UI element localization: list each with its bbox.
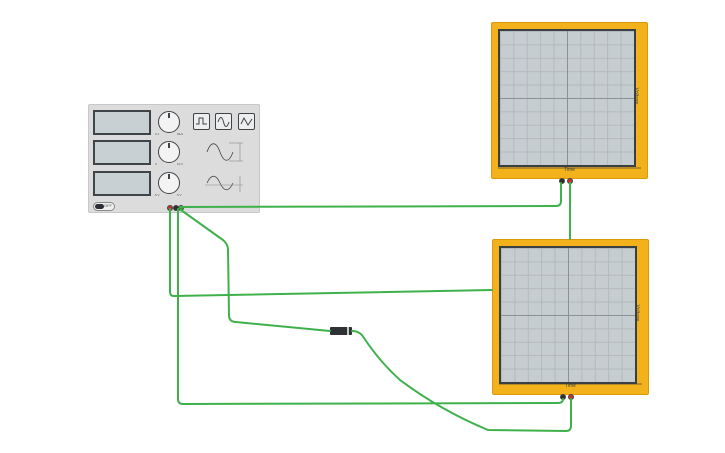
frequency-knob-max-label: MHz [177,132,184,136]
oscilloscope-bottom-divider [499,383,642,385]
offset-knob[interactable] [158,172,180,194]
power-switch[interactable]: OFF [93,202,115,211]
amplitude-display [93,140,151,165]
wire-diode-to-bottom-scope[interactable] [351,330,572,432]
oscilloscope-top-screen [498,29,636,167]
frequency-knob-min-label: 0.1 [155,132,160,136]
oscilloscope-top[interactable]: Time Voltage [491,22,648,179]
frequency-display [93,110,151,135]
triangle-wave-button[interactable] [238,113,255,130]
wire-generator-to-diode[interactable] [180,209,331,332]
sine-wave-button[interactable] [215,113,232,130]
offset-knob-max-label: 5 V [177,193,182,197]
wire-generator-to-bottom-scope-terminal[interactable] [177,208,564,405]
square-wave-button[interactable] [193,113,210,130]
oscilloscope-top-time-label: Time [564,167,575,173]
frequency-knob[interactable] [158,111,180,133]
offset-wave-icon [205,175,243,192]
diode[interactable] [330,327,352,335]
power-switch-label: OFF [104,203,112,208]
amplitude-knob-max-label: 10 V [177,162,184,166]
oscilloscope-bottom[interactable]: Time Voltage [492,239,649,395]
offset-display [93,171,151,196]
function-generator[interactable]: 0.1 MHz 0 10 V -5 V 5 V [88,104,260,213]
wire-generator-to-top-scope[interactable] [179,182,562,208]
triangle-wave-icon [240,116,253,126]
amplitude-knob-min-label: 0 [155,162,157,166]
offset-knob-min-label: -5 V [154,193,160,197]
wire-generator-to-bottom-scope-left[interactable] [169,208,493,297]
square-wave-icon [196,117,207,125]
oscilloscope-bottom-screen [499,246,637,384]
sine-wave-icon [217,117,230,127]
amplitude-knob[interactable] [158,141,180,163]
amplitude-wave-icon [206,142,243,162]
oscilloscope-top-divider [498,167,641,169]
oscilloscope-bottom-time-label: Time [565,383,576,389]
